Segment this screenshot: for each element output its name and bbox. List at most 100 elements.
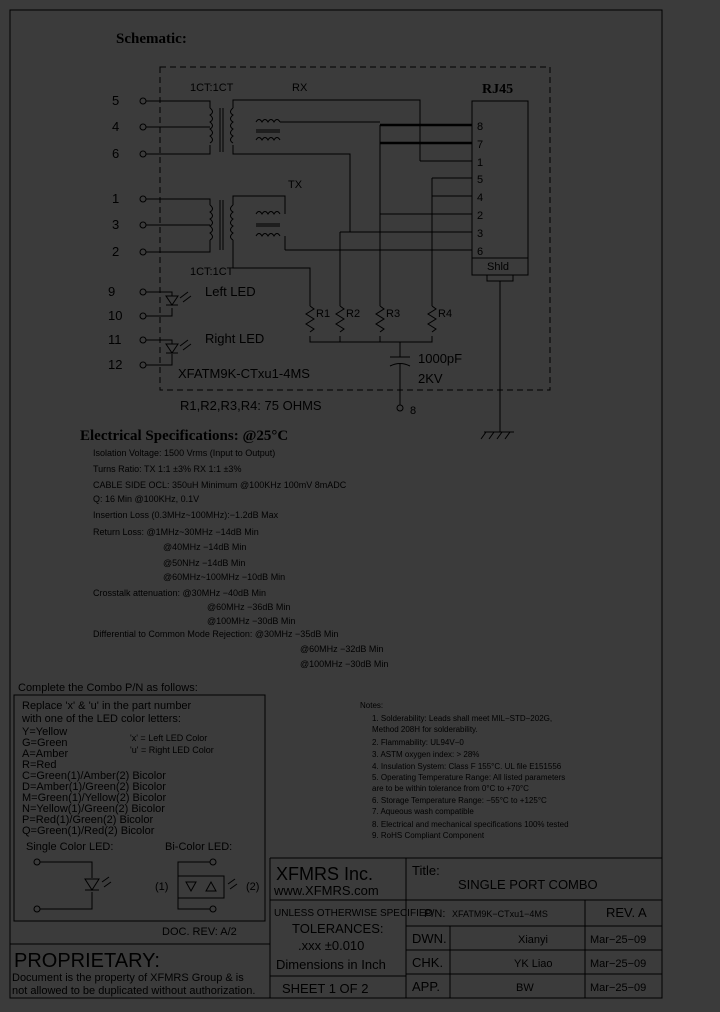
pin-label: 10 <box>108 308 122 323</box>
bi-led-frame <box>177 875 225 899</box>
led-wire <box>40 892 93 910</box>
color-code: A=Amber <box>22 748 68 760</box>
schematic-part-number: XFATM9K-CTxu1-4MS <box>178 366 310 381</box>
color-code: R=Red <box>22 759 57 771</box>
pin-terminal <box>139 312 147 320</box>
pin-terminal <box>139 195 147 203</box>
note-item: 8. Electrical and mechanical specificati… <box>372 820 569 829</box>
spec-line: CABLE SIDE OCL: 350uH Minimum @100KHz 10… <box>93 480 347 490</box>
app-date: Mar−25−09 <box>590 982 646 994</box>
tx-choke <box>255 211 281 215</box>
spec-line: @60MHz −36dB Min <box>207 602 290 612</box>
tolerance-line: UNLESS OTHERWISE SPECIFIED <box>274 908 433 919</box>
led-terminal <box>209 858 217 866</box>
left-led-icon <box>165 295 179 306</box>
spec-line: @60MHz −32dB Min <box>300 644 383 654</box>
proprietary-heading: PROPRIETARY: <box>14 950 160 972</box>
led-wire <box>146 354 173 366</box>
color-code: M=Green(1)/Yellow(2) Bicolor <box>22 792 167 804</box>
led-terminal <box>33 905 41 913</box>
proprietary-line1: Document is the property of XFMRS Group … <box>12 972 244 984</box>
resistor-label: R4 <box>438 308 452 320</box>
note-item: 2. Flammability: UL94V−0 <box>372 738 464 747</box>
led-wire <box>146 339 173 344</box>
led-arrows <box>101 876 112 888</box>
spec-line: Turns Ratio: TX 1:1 ±3% RX 1:1 ±3% <box>93 464 241 474</box>
led-wire <box>177 861 210 878</box>
pin-label: 11 <box>108 332 122 347</box>
rx-coil <box>230 107 234 144</box>
sheet-border <box>9 9 663 999</box>
spec-line: Insertion Loss (0.3MHz~100MHz):−1.2dB Ma… <box>93 510 279 520</box>
pin-label: 4 <box>112 119 119 134</box>
rj45-pin: 3 <box>477 228 483 240</box>
spec-line: Crosstalk attenuation: @30MHz −40dB Min <box>93 588 266 598</box>
tx-label: TX <box>288 179 303 191</box>
chk-date: Mar−25−09 <box>590 958 646 970</box>
rj45-pin: 5 <box>477 174 483 186</box>
pin-label: 2 <box>112 244 119 259</box>
color-code: C=Green(1)/Amber(2) Bicolor <box>22 770 166 782</box>
app-label: APP. <box>412 979 440 994</box>
proprietary-line2: not allowed to be duplicated without aut… <box>12 985 255 997</box>
led-terminal <box>33 858 41 866</box>
led-arrows <box>179 291 192 303</box>
rx-ratio: 1CT:1CT <box>190 82 234 94</box>
pin-terminal <box>139 221 147 229</box>
led-wire <box>177 896 210 910</box>
spec-line: @40MHz −14dB Min <box>163 542 246 552</box>
color-codes: Y=Yellow G=Green A=Amber R=Red C=Green(1… <box>22 726 167 837</box>
rj45-pin: 4 <box>477 192 483 204</box>
schematic-heading: Schematic: <box>116 31 187 47</box>
note-item: 5. Operating Temperature Range: All list… <box>372 773 565 782</box>
pins-led: 9 10 11 12 <box>108 284 147 372</box>
dwn-date: Mar−25−09 <box>590 934 646 946</box>
led-arrows <box>179 339 192 351</box>
rj45-label: RJ45 <box>482 82 513 97</box>
bi-led-label: Bi-Color LED: <box>165 841 232 853</box>
doc-rev: DOC. REV: A/2 <box>162 926 237 938</box>
tx-ratio: 1CT:1CT <box>190 266 234 278</box>
bi-led-2: (2) <box>246 881 259 893</box>
cap-value: 1000pF <box>418 351 462 366</box>
rx-coil <box>209 107 213 144</box>
pin-label: 3 <box>112 217 119 232</box>
u-note: 'u' = Right LED Color <box>130 745 214 755</box>
spec-line: Differential to Common Mode Rejection: @… <box>93 629 338 639</box>
note-item: are to be within tolerance from 0°C to +… <box>372 784 529 793</box>
rx-wire <box>146 100 211 108</box>
resistor-r4 <box>427 305 437 333</box>
rj45-pin: 8 <box>477 121 483 133</box>
rj45-pin: 7 <box>477 139 483 151</box>
pin-label: 12 <box>108 357 122 372</box>
tolerance-line: .xxx ±0.010 <box>298 938 364 953</box>
right-led-icon <box>165 343 179 354</box>
spec-line: @60MHz~100MHz −10dB Min <box>163 572 285 582</box>
note-item: 4. Insulation System: Class F 155°C. UL … <box>372 762 562 771</box>
rx-wire <box>232 99 421 161</box>
color-code: Q=Green(1)/Red(2) Bicolor <box>22 825 155 837</box>
led-wire <box>146 291 173 296</box>
pin-terminal <box>139 248 147 256</box>
pn-label: P/N: <box>424 908 445 920</box>
note-item: 1. Solderability: Leads shall meet MIL−S… <box>372 714 552 723</box>
spec-line: Q: 16 Min @100KHz, 0.1V <box>93 494 199 504</box>
spec-line: @50NHz −14dB Min <box>163 558 245 568</box>
pin-terminal <box>139 150 147 158</box>
rx-wire <box>232 145 351 232</box>
right-led-label: Right LED <box>205 331 264 346</box>
bi-led-1: (1) <box>155 881 168 893</box>
bi-led-icon <box>185 881 197 893</box>
tx-coil <box>209 204 213 241</box>
pins-top: 5 4 6 <box>112 93 147 161</box>
shield-label: Shld <box>487 261 509 273</box>
resistor-r1 <box>305 305 315 333</box>
note-item: 9. RoHS Compliant Component <box>372 831 485 840</box>
resistor-r3 <box>375 305 385 333</box>
dwn-label: DWN. <box>412 931 447 946</box>
cap-voltage: 2KV <box>418 371 443 386</box>
pin-terminal <box>139 361 147 369</box>
x-note: 'x' = Left LED Color <box>130 733 207 743</box>
combo-box <box>13 694 266 922</box>
bi-led-icon <box>205 880 217 892</box>
